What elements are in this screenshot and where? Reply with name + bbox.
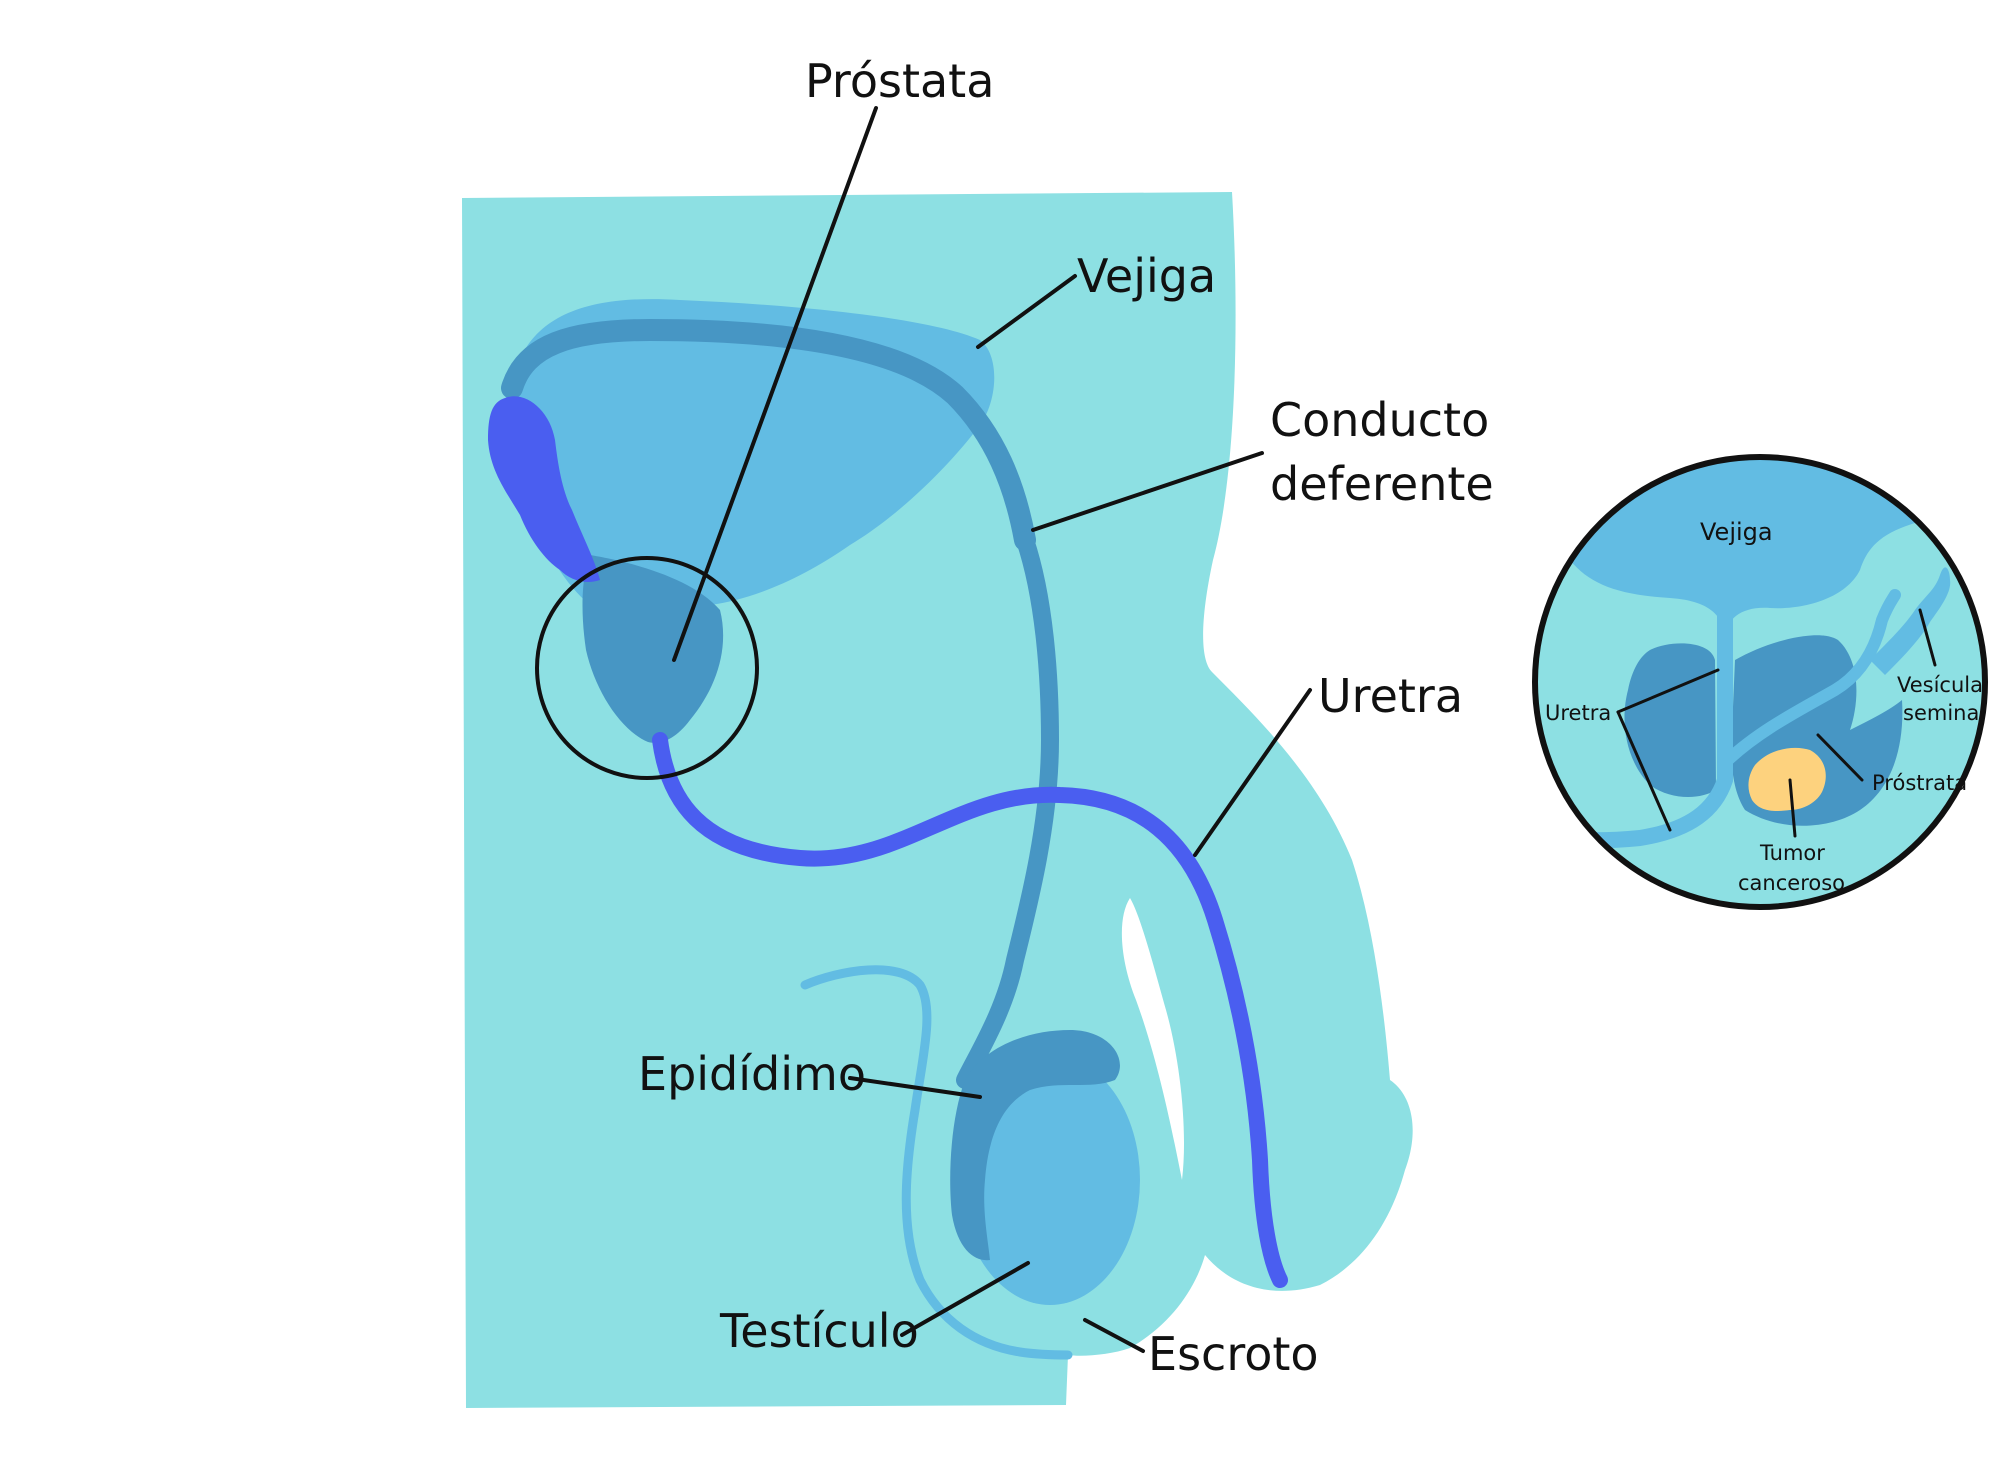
inset-leader-uretra-a <box>1616 668 1720 714</box>
leader-testiculo <box>900 1261 1030 1337</box>
label-conducto-line2: deferente <box>1270 457 1494 511</box>
inset-bladder <box>1540 457 1985 640</box>
inset-seminal-vesicle <box>1870 567 1951 675</box>
leader-lines <box>672 106 1312 1353</box>
label-conducto-line1: Conducto <box>1270 393 1489 447</box>
label-epididimo: Epidídimo <box>638 1047 866 1101</box>
scrotum-outline <box>800 965 1073 1360</box>
inset-label-vejiga: Vejiga <box>1700 518 1773 546</box>
inset-leader-vesicula <box>1918 608 1937 667</box>
leader-uretra <box>1193 688 1312 857</box>
inset-diagram: Vejiga Uretra Vesícula seminal Próstrata… <box>1532 454 1988 910</box>
inset-label-vesicula-line2: seminal <box>1903 701 1985 725</box>
label-testiculo: Testículo <box>719 1304 919 1358</box>
inset-leader-uretra-b <box>1616 710 1672 832</box>
label-escroto: Escroto <box>1148 1327 1319 1381</box>
bladder-duct <box>501 318 1036 551</box>
inset-label-prostrata: Próstrata <box>1872 771 1967 795</box>
prostate <box>582 555 724 743</box>
inset-label-vesicula-line1: Vesícula <box>1897 673 1983 697</box>
leader-prostata <box>672 106 878 662</box>
inset-label-tumor-line2: canceroso <box>1738 871 1845 895</box>
urethra-upper <box>488 396 600 582</box>
inset-circle-border <box>1532 454 1988 910</box>
epididymis <box>950 1030 1120 1261</box>
label-uretra: Uretra <box>1318 669 1463 723</box>
inset-tumor <box>1748 747 1826 811</box>
leader-epididimo <box>848 1076 982 1099</box>
prostate-highlight-circle <box>535 556 759 780</box>
testicle <box>960 1055 1140 1305</box>
leader-vejiga <box>976 274 1077 349</box>
bladder <box>515 299 995 612</box>
urethra-lower <box>652 732 1288 1288</box>
inset-leader-prostrata <box>1816 733 1864 782</box>
vas-deferens <box>956 531 1060 1089</box>
label-prostata: Próstata <box>805 54 994 108</box>
label-vejiga: Vejiga <box>1077 249 1216 303</box>
gap-shape <box>1121 898 1185 1180</box>
inset-seminal-duct <box>1722 589 1901 766</box>
inset-label-uretra: Uretra <box>1545 701 1611 725</box>
inset-label-tumor-line1: Tumor <box>1759 841 1825 865</box>
leader-conducto <box>1031 451 1264 532</box>
leader-escroto <box>1083 1318 1145 1353</box>
main-diagram: Próstata Vejiga Conducto deferente Uretr… <box>462 54 1494 1408</box>
inset-leader-tumor <box>1788 778 1797 838</box>
